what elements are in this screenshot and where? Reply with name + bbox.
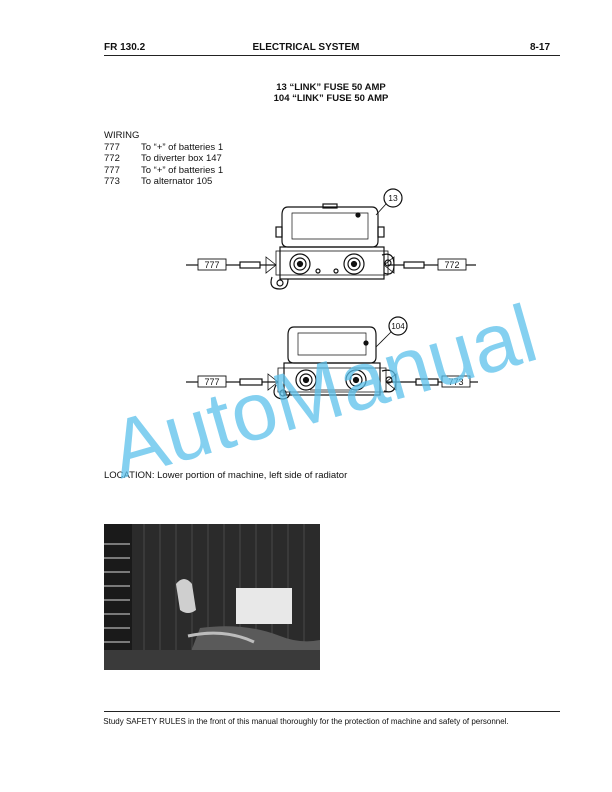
doc-code: FR 130.2 xyxy=(104,42,146,53)
fuse-diagram: 777 772 777 773 13 104 xyxy=(186,188,478,400)
wire-number: 773 xyxy=(104,176,120,187)
wiring-row: 772 To diverter box 147 xyxy=(104,153,223,165)
location-photo xyxy=(104,524,320,670)
fuse-titles: 13 “LINK” FUSE 50 AMP 104 “LINK” FUSE 50… xyxy=(0,82,612,104)
wiring-row: 773 To alternator 105 xyxy=(104,176,223,188)
page-number: 8-17 xyxy=(529,42,550,53)
callout-13: 13 xyxy=(388,193,398,203)
location-note: LOCATION: Lower portion of machine, left… xyxy=(104,470,348,481)
fuse-title-104: 104 “LINK” FUSE 50 AMP xyxy=(273,93,389,104)
wire-label-777-top: 777 xyxy=(204,260,219,270)
callout-104: 104 xyxy=(391,322,405,331)
wire-label-777-bottom: 777 xyxy=(204,377,219,387)
safety-footer: Study SAFETY RULES in the front of this … xyxy=(103,717,509,726)
fuse-title-13: 13 “LINK” FUSE 50 AMP xyxy=(276,82,386,93)
fuse-13 xyxy=(186,188,476,290)
wire-label-773: 773 xyxy=(448,377,463,387)
wire-number: 777 xyxy=(104,141,120,153)
wire-description: To diverter box 147 xyxy=(141,153,222,164)
fuse-104 xyxy=(186,316,478,400)
wiring-list: WIRING 777 To “+” of batteries 1 772 To di… xyxy=(104,130,223,188)
header-rule xyxy=(104,55,560,56)
wire-description: To alternator 105 xyxy=(141,176,213,187)
wiring-heading: WIRING xyxy=(104,130,140,141)
section-title: ELECTRICAL SYSTEM xyxy=(252,42,360,53)
wire-description: To “+” of batteries 1 xyxy=(141,141,224,153)
wiring-row: 777 To “+” of batteries 1 xyxy=(104,142,223,154)
wire-description: To “+” of batteries 1 xyxy=(141,164,224,176)
footer-rule xyxy=(104,711,560,712)
wire-number: 777 xyxy=(104,164,120,176)
wire-number: 772 xyxy=(104,153,120,164)
wire-label-772: 772 xyxy=(444,260,459,270)
wiring-row: 777 To “+” of batteries 1 xyxy=(104,165,223,177)
